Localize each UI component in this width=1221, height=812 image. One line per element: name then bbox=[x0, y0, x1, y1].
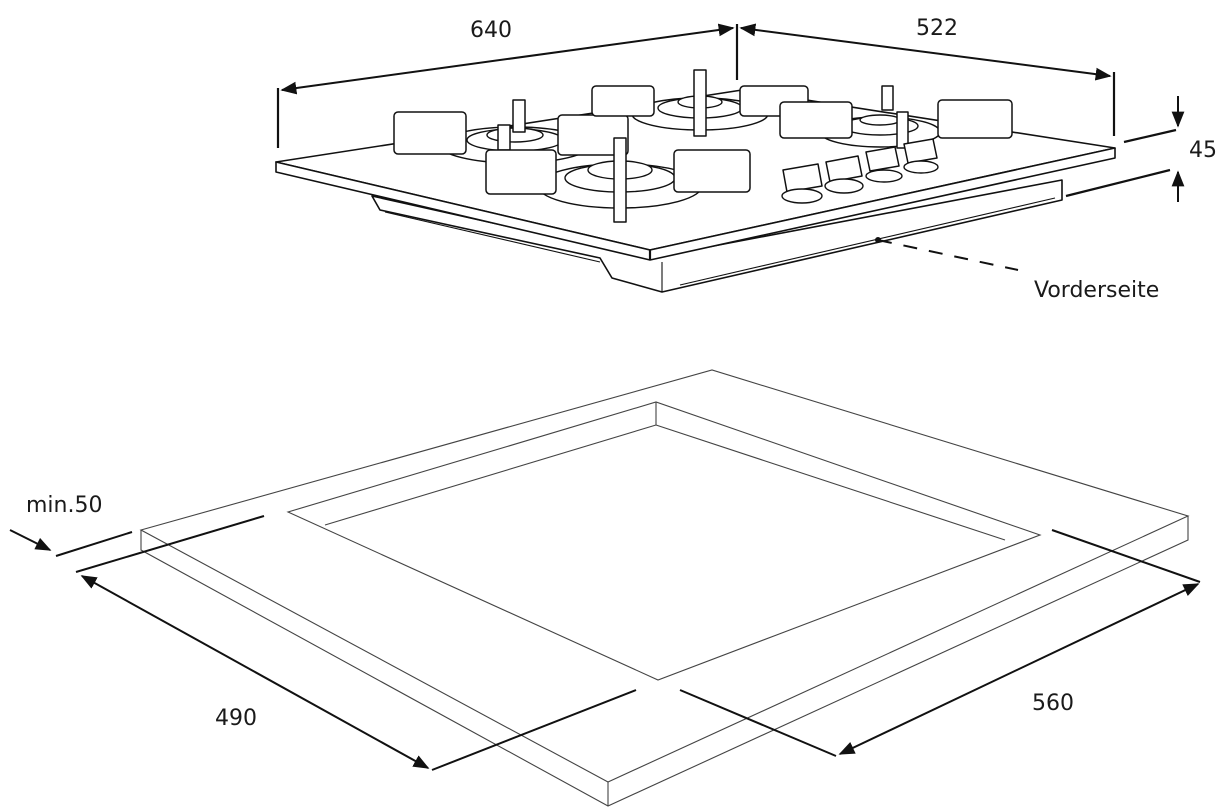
cutout-depth-label: 490 bbox=[215, 706, 257, 731]
hob-dimensions bbox=[276, 23, 1185, 271]
dimension-depth-label: 522 bbox=[916, 16, 958, 41]
cutout-width-label: 560 bbox=[1032, 691, 1074, 716]
cutout-dimensions bbox=[9, 515, 1201, 771]
dimension-height-label: 45 bbox=[1189, 138, 1217, 163]
front-side-label: Vorderseite bbox=[1034, 278, 1159, 303]
dimension-width-label: 640 bbox=[470, 18, 512, 43]
gas-hob-drawing bbox=[275, 69, 1116, 293]
burner-rear-left bbox=[393, 99, 629, 164]
countertop-drawing bbox=[139, 369, 1190, 807]
min-distance-label: min.50 bbox=[26, 493, 102, 518]
burner-rear-right bbox=[779, 85, 1013, 149]
burner-front-large bbox=[485, 137, 751, 223]
control-knobs bbox=[781, 138, 939, 204]
